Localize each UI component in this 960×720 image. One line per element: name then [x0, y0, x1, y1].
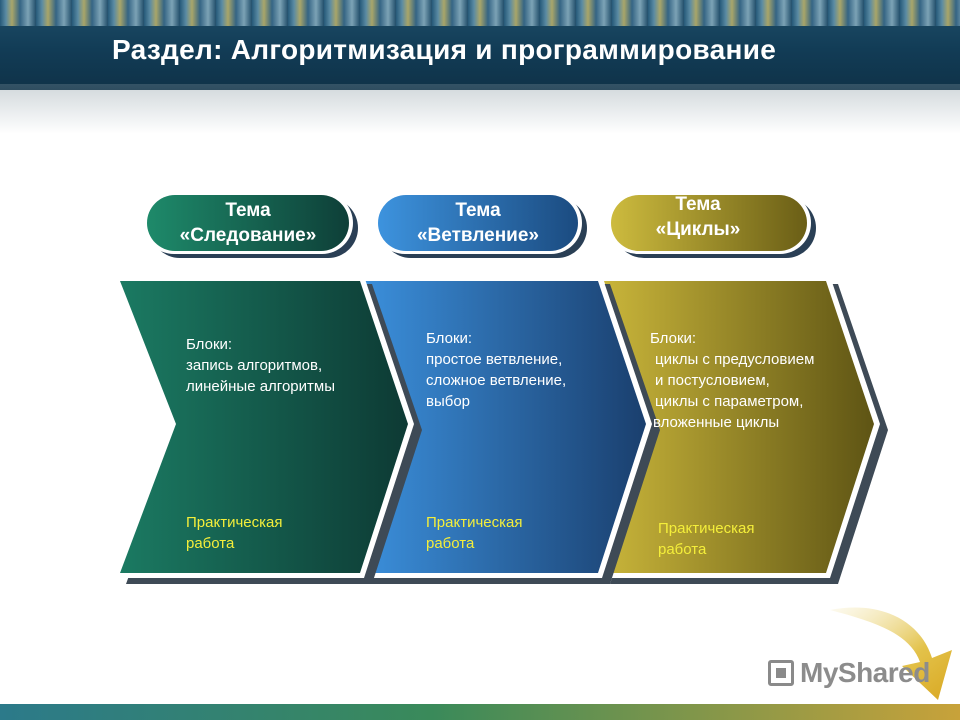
blocks-line: и постусловием, — [655, 372, 770, 389]
topic-1-practice: Практическая работа — [186, 512, 282, 554]
blocks-line: сложное ветвление, — [426, 372, 567, 389]
practice-line: Практическая — [426, 514, 523, 531]
topic-3-blocks: Блоки: циклы с предусловием и постуслови… — [650, 328, 814, 433]
topic-2-name: «Ветвление» — [416, 225, 539, 246]
topic-pill-3-label: Тема «Циклы» — [598, 192, 798, 242]
topic-1-name: «Следование» — [179, 225, 317, 246]
practice-line: работа — [658, 541, 707, 558]
blocks-line: простое ветвление, — [426, 351, 563, 368]
blocks-line: выбор — [426, 393, 471, 410]
header-banner — [0, 0, 960, 90]
blocks-line: циклы с параметром, — [655, 393, 804, 410]
topic-chevron-2 — [358, 276, 660, 584]
topic-3-name: «Циклы» — [655, 219, 741, 240]
blocks-title: Блоки: — [186, 336, 233, 353]
topic-1-blocks: Блоки: запись алгоритмов, линейные алгор… — [186, 334, 335, 397]
practice-line: работа — [186, 535, 235, 552]
topic-pill-1 — [143, 192, 358, 258]
topic-pill-3 — [607, 192, 816, 258]
blocks-title: Блоки: — [650, 330, 697, 347]
topic-2-word: Тема — [455, 200, 501, 221]
blocks-line: циклы с предусловием — [655, 351, 815, 368]
myshared-logo[interactable]: MyShared — [768, 656, 930, 690]
topic-chevron-3 — [598, 276, 888, 584]
page-title: Раздел: Алгоритмизация и программировани… — [112, 34, 777, 65]
footer-bar — [0, 704, 960, 720]
topic-pill-2-label: Тема «Ветвление» — [378, 198, 578, 248]
topic-pill-2 — [374, 192, 587, 258]
practice-line: работа — [426, 535, 475, 552]
topic-3-practice: Практическая работа — [658, 518, 754, 560]
header-decoration — [0, 0, 960, 26]
practice-line: Практическая — [186, 514, 283, 531]
blocks-line: вложенные циклы — [653, 414, 780, 431]
topic-2-practice: Практическая работа — [426, 512, 522, 554]
topic-2-blocks: Блоки: простое ветвление, сложное ветвле… — [426, 328, 566, 412]
topic-pill-1-label: Тема «Следование» — [147, 198, 349, 248]
practice-line: Практическая — [658, 520, 755, 537]
blocks-line: запись алгоритмов, — [186, 357, 323, 374]
logo-icon — [768, 660, 794, 686]
topic-3-word: Тема — [675, 194, 721, 215]
logo-text: MyShared — [800, 657, 930, 688]
blocks-title: Блоки: — [426, 330, 473, 347]
topic-1-word: Тема — [225, 200, 271, 221]
header-shadow — [0, 84, 960, 134]
topic-chevron-1 — [114, 276, 422, 584]
curved-arrow-icon — [830, 607, 952, 700]
blocks-line: линейные алгоритмы — [186, 378, 335, 395]
